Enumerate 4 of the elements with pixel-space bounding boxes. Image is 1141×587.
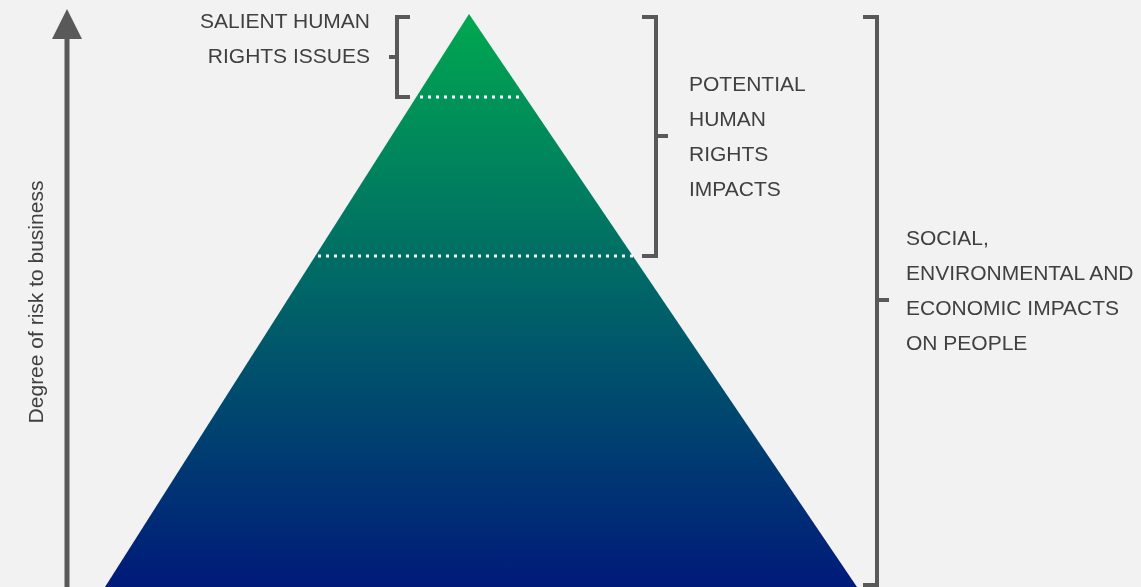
axis-label: Degree of risk to business [22,180,48,424]
label-text: SALIENT HUMAN RIGHTS ISSUES [199,8,370,69]
label-text: POTENTIAL HUMAN RIGHTS IMPACTS [689,71,806,202]
label-text: SOCIAL, ENVIRONMENTAL AND ECONOMIC IMPACTS ON PEOPLE [906,225,1135,356]
